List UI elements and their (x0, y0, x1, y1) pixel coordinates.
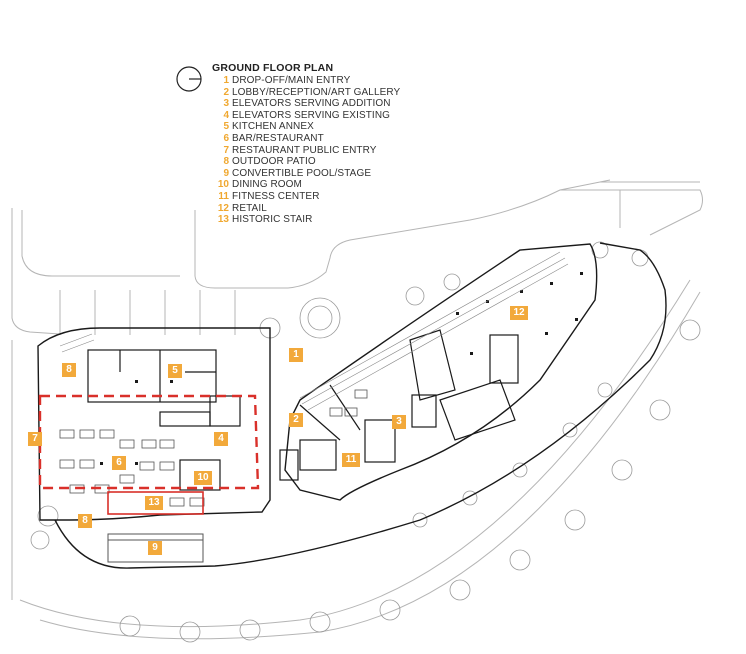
existing-building-outline (38, 394, 260, 490)
room-tag-8-top: 8 (62, 363, 76, 377)
pool-stage (107, 533, 204, 563)
legend-item-number: 4 (223, 109, 229, 121)
legend-item-label: RETAIL (232, 202, 267, 214)
dining-tables (59, 389, 368, 507)
legend-item-number: 6 (223, 132, 229, 144)
room-tag-11: 11 (342, 453, 360, 467)
legend-item-label: ELEVATORS SERVING EXISTING (232, 109, 391, 121)
legend-item-number: 2 (223, 86, 229, 98)
columns (100, 272, 583, 465)
terrace-hatch (59, 251, 569, 411)
legend-item-number: 8 (223, 156, 229, 168)
legend-item-number: 12 (217, 202, 229, 214)
historic-stair-outline (107, 491, 204, 515)
room-tag-9: 9 (148, 541, 162, 555)
room-tag-13: 13 (145, 496, 163, 510)
legend-item-number: 5 (223, 121, 229, 133)
legend-item-number: 13 (217, 214, 229, 226)
legend-item-label: FITNESS CENTER (232, 190, 320, 202)
legend-item-label: RESTAURANT PUBLIC ENTRY (232, 144, 377, 156)
room-tag-10: 10 (194, 471, 212, 485)
legend-item-number: 3 (223, 98, 229, 110)
building-outline (37, 242, 667, 569)
room-tag-12: 12 (510, 306, 528, 320)
legend-item-number: 7 (223, 144, 229, 156)
room-tag-7: 7 (28, 432, 42, 446)
room-tag-6: 6 (112, 456, 126, 470)
legend-item-number: 10 (217, 179, 229, 191)
room-tag-8-bottom: 8 (78, 514, 92, 528)
room-tag-2: 2 (289, 413, 303, 427)
room-tag-3: 3 (392, 415, 406, 429)
legend-item-label: KITCHEN ANNEX (232, 121, 314, 133)
room-tag-4: 4 (214, 432, 228, 446)
legend-item-label: DROP-OFF/MAIN ENTRY (232, 75, 351, 86)
legend-item-label: DINING ROOM (232, 179, 302, 191)
legend-item-label: CONVERTIBLE POOL/STAGE (232, 167, 372, 179)
street-lines (11, 179, 703, 640)
legend-item-label: HISTORIC STAIR (232, 214, 313, 226)
north-arrow-icon (176, 66, 202, 92)
legend-item-number: 11 (218, 190, 229, 202)
legend-item-label: LOBBY/RECEPTION/ART GALLERY (232, 86, 401, 98)
room-tag-5: 5 (168, 364, 182, 378)
legend-item-label: ELEVATORS SERVING ADDITION (232, 98, 391, 110)
legend-item-label: BAR/RESTAURANT (232, 132, 324, 144)
legend-item-number: 9 (223, 167, 229, 179)
legend-item-number: 1 (223, 75, 229, 86)
room-tag-1: 1 (289, 348, 303, 362)
legend-title: GROUND FLOOR PLAN (212, 62, 334, 74)
interior-walls (87, 329, 519, 491)
legend-item-label: OUTDOOR PATIO (232, 156, 316, 168)
trees (30, 241, 701, 643)
